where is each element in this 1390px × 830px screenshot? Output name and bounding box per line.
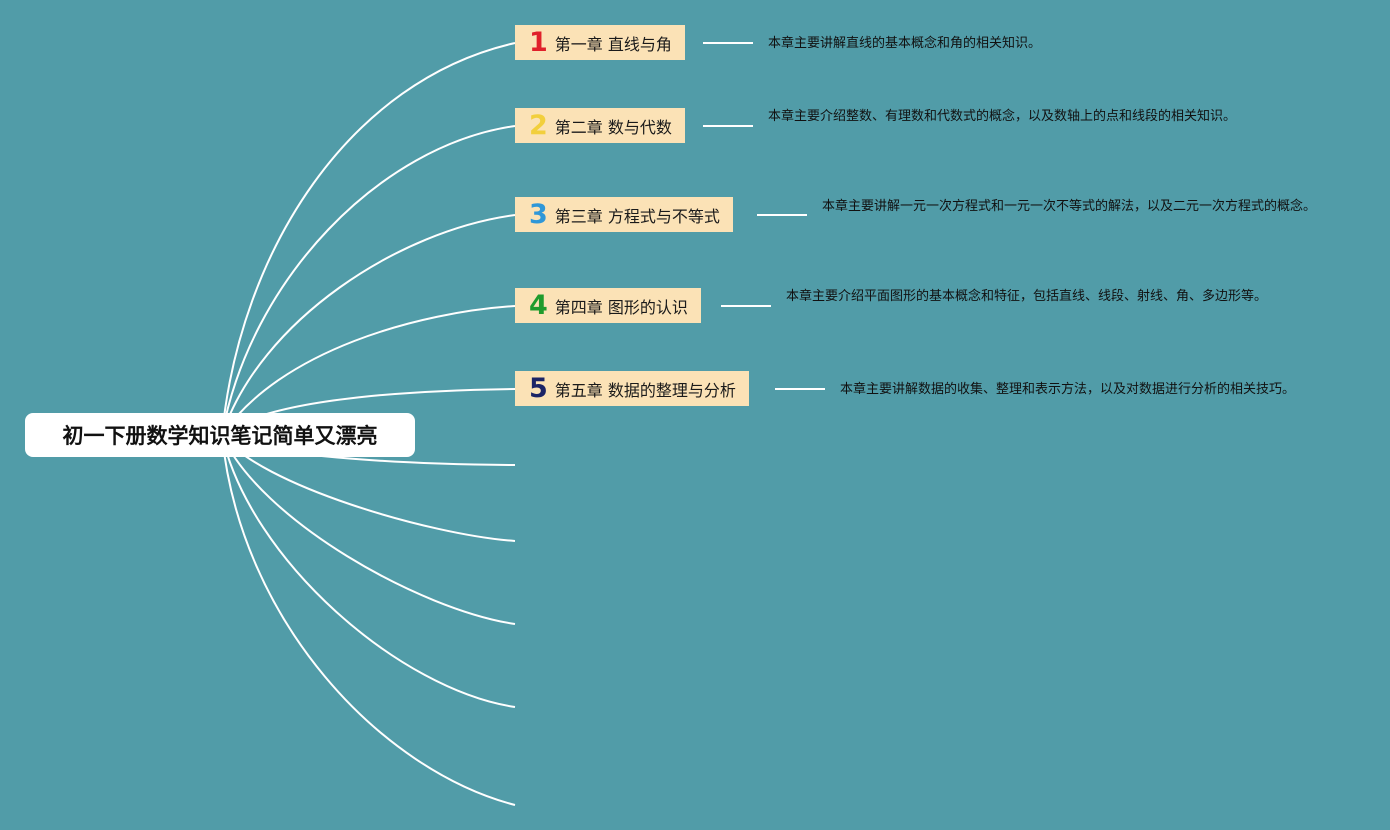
chapter-number-5: 5 [529,373,548,404]
branch-line-chapter-1 [221,42,516,436]
branch-line-empty-4 [221,434,516,708]
branch-line-chapter-4 [221,305,516,436]
chapter-number-3: 3 [529,199,548,230]
chapter-node-4: 4 第四章 图形的认识 [515,288,701,323]
chapter-description-5: 本章主要讲解数据的收集、整理和表示方法，以及对数据进行分析的相关技巧。 [840,382,1296,397]
chapter-number-1: 1 [529,27,548,58]
chapter-label-2: 第二章 数与代数 [554,117,672,137]
chapter-node-1: 1 第一章 直线与角 [515,25,685,60]
branch-line-empty-5 [221,434,516,806]
chapter-description-3: 本章主要讲解一元一次方程式和一元一次不等式的解法，以及二元一次方程式的概念。 [822,199,1317,214]
chapter-node-5: 5 第五章 数据的整理与分析 [515,371,749,406]
chapter-label-1: 第一章 直线与角 [554,34,672,54]
branch-line-empty-3 [221,434,516,625]
chapter-node-2: 2 第二章 数与代数 [515,108,685,143]
chapter-description-4: 本章主要介绍平面图形的基本概念和特征，包括直线、线段、射线、角、多边形等。 [786,289,1268,304]
chapter-label-5: 第五章 数据的整理与分析 [554,380,736,400]
chapter-label-3: 第三章 方程式与不等式 [554,206,720,226]
chapter-label-4: 第四章 图形的认识 [554,297,688,317]
chapter-number-2: 2 [529,110,548,141]
branch-line-chapter-2 [221,125,516,436]
branch-line-chapter-3 [221,214,516,436]
chapter-number-4: 4 [529,290,548,321]
mindmap-root-title: 初一下册数学知识笔记简单又漂亮 [25,413,415,457]
chapter-description-1: 本章主要讲解直线的基本概念和角的相关知识。 [768,36,1042,51]
chapter-node-3: 3 第三章 方程式与不等式 [515,197,733,232]
chapter-description-2: 本章主要介绍整数、有理数和代数式的概念，以及数轴上的点和线段的相关知识。 [768,109,1237,124]
